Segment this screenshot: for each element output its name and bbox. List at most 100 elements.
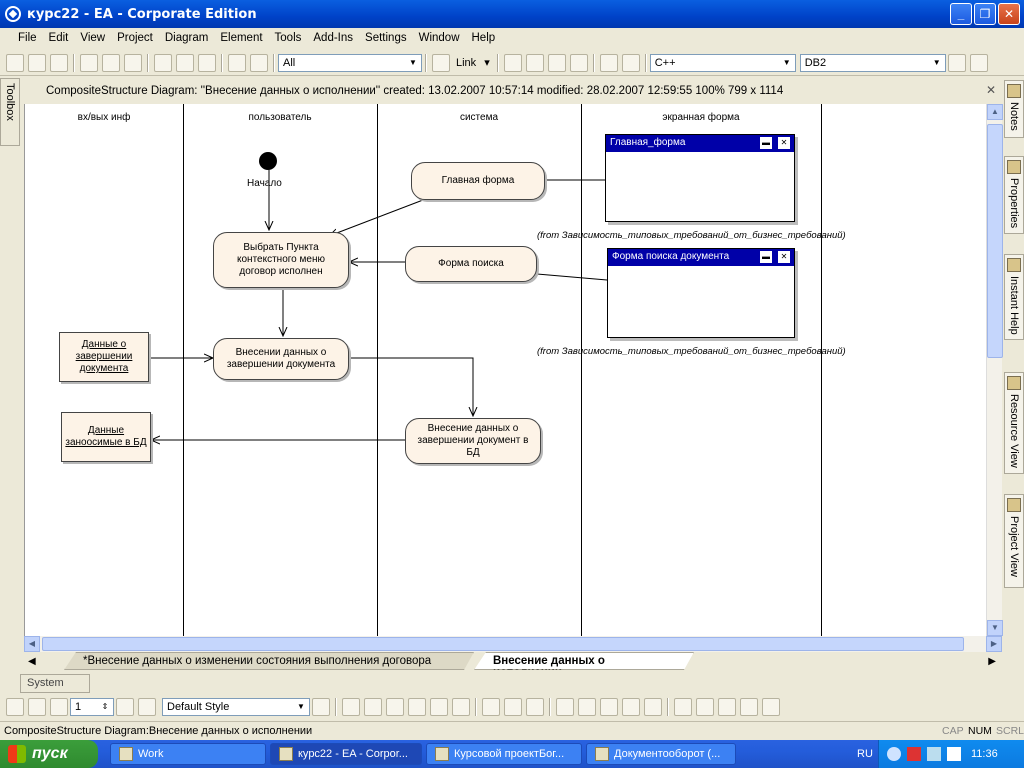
properties-tab[interactable]: Properties [1004,156,1024,234]
task-word-coursework[interactable]: Курсовой проектБог... [426,743,582,765]
chevron-down-icon[interactable]: ▾ [484,57,490,69]
menu-edit[interactable]: Edit [48,32,69,44]
filter-select[interactable]: All ▼ [278,53,422,72]
screen-window-search-form[interactable]: Форма поиска документа ▬ ✕ [607,248,795,338]
new-file-icon[interactable] [6,53,24,72]
align-top-icon[interactable] [408,698,426,716]
system-tab[interactable]: System [20,674,90,693]
action-search-form[interactable]: Форма поиска [405,246,537,282]
align-left-icon[interactable] [342,698,360,716]
close-icon[interactable]: ✕ [985,83,996,97]
scroll-down-icon[interactable]: ▼ [987,620,1003,636]
style-select[interactable]: Default Style ▼ [162,698,310,716]
action-enter-completion-data[interactable]: Внесении данных о завершении документа [213,338,349,380]
task-work[interactable]: Work [110,743,266,765]
print-icon[interactable] [198,53,216,72]
undo-icon[interactable] [124,53,142,72]
screen-window-main-form[interactable]: Главная_форма ▬ ✕ [605,134,795,222]
rectangle-icon[interactable] [503,53,522,72]
line-color-icon[interactable] [50,698,68,716]
delete-icon[interactable] [762,698,780,716]
menu-window[interactable]: Window [418,32,460,44]
toolbox-tab[interactable]: Toolbox [0,78,20,146]
object-completion-data[interactable]: Данные о завершении документа [59,332,149,382]
pencil-icon[interactable] [312,698,330,716]
tab-scroll-right-icon[interactable]: ▶ [988,656,996,667]
clock[interactable]: 11:36 [971,748,998,760]
scroll-left-icon[interactable]: ◀ [24,636,40,652]
object-db-data[interactable]: Данные заноосимые в БД [61,412,151,462]
tray-network-icon[interactable] [927,747,941,761]
package-icon[interactable] [599,53,618,72]
action-enter-data-db[interactable]: Внесение данных о завершении документ в … [405,418,541,464]
link-arrow-icon[interactable] [432,53,450,72]
maximize-button[interactable]: ❐ [974,3,996,25]
notes-icon[interactable] [228,53,246,72]
zoom-100-icon[interactable] [622,698,640,716]
lane-title-io[interactable]: вх/вых инф [77,112,131,123]
options-icon[interactable] [969,53,988,72]
paste-icon[interactable] [102,53,120,72]
action-select-menu-item[interactable]: Выбрать Пункта контекстного меню договор… [213,232,349,288]
close-button[interactable]: ✕ [998,3,1020,25]
align-center-icon[interactable] [364,698,382,716]
tab-diagram-change-state[interactable]: *Внесение данных о изменении состояния в… [64,652,474,670]
menu-tools[interactable]: Tools [274,32,302,44]
menu-view[interactable]: View [80,32,106,44]
vertical-scroll-thumb[interactable] [987,124,1003,358]
menu-diagram[interactable]: Diagram [164,32,209,44]
database-select[interactable]: DB2 ▼ [799,53,946,72]
brush-icon[interactable] [740,698,758,716]
tray-shield-icon[interactable] [907,747,921,761]
zoom-in-icon[interactable] [556,698,574,716]
back-icon[interactable] [482,698,500,716]
home-icon[interactable] [526,698,544,716]
note-element-icon[interactable] [525,53,544,72]
tray-volume-icon[interactable] [947,747,961,761]
dashed-line-icon[interactable] [621,53,640,72]
line-width-spinner[interactable]: 1 ⇕ [70,698,114,716]
grid-icon[interactable] [696,698,714,716]
pen-icon[interactable] [138,698,156,716]
book-icon[interactable] [250,53,268,72]
tab-diagram-execution[interactable]: Внесение данных о исполнении [474,652,694,670]
zoom-fit-icon[interactable] [600,698,618,716]
scroll-right-icon[interactable]: ▶ [986,636,1002,652]
tab-scroll-left-icon[interactable]: ◀ [28,656,36,667]
forward-icon[interactable] [504,698,522,716]
zoom-search-icon[interactable] [644,698,662,716]
menu-settings[interactable]: Settings [365,32,407,44]
align-right-icon[interactable] [386,698,404,716]
properties-icon[interactable] [947,53,966,72]
tray-back-icon[interactable] [887,747,901,761]
action-main-form[interactable]: Главная форма [411,162,545,200]
vertical-scrollbar[interactable]: ▲ ▼ [986,104,1003,636]
language-select[interactable]: C++ ▼ [649,53,796,72]
text-element-icon[interactable] [547,53,566,72]
menu-help[interactable]: Help [471,32,496,44]
align-middle-icon[interactable] [430,698,448,716]
horizontal-scrollbar[interactable]: ◀ ▶ [24,636,1002,652]
table-icon[interactable] [718,698,736,716]
link-dropdown[interactable]: Link [456,56,477,69]
menu-element[interactable]: Element [220,32,263,44]
lane-title-screen-form[interactable]: экранная форма [662,112,740,123]
save-icon[interactable] [50,53,68,72]
open-folder-icon[interactable] [28,53,46,72]
notes-tab[interactable]: Notes [1004,80,1024,138]
zoom-out-icon[interactable] [578,698,596,716]
minimize-button[interactable]: _ [950,3,972,25]
document-icon[interactable] [176,53,194,72]
document-element-icon[interactable] [569,53,588,72]
task-word-docflow[interactable]: Документооборот (... [586,743,736,765]
diagram-canvas[interactable]: вх/вых инф пользователь система экранная… [24,104,986,636]
project-view-tab[interactable]: Project View [1004,494,1024,588]
hierarchy-icon[interactable] [674,698,692,716]
task-ea[interactable]: курс22 - EA - Corpor... [270,743,422,765]
copy-icon[interactable] [80,53,98,72]
language-indicator[interactable]: RU [857,748,873,760]
resource-view-tab[interactable]: Resource View [1004,372,1024,474]
menu-file[interactable]: File [18,32,37,44]
find-icon[interactable] [154,53,172,72]
fill-color-icon[interactable] [6,698,24,716]
